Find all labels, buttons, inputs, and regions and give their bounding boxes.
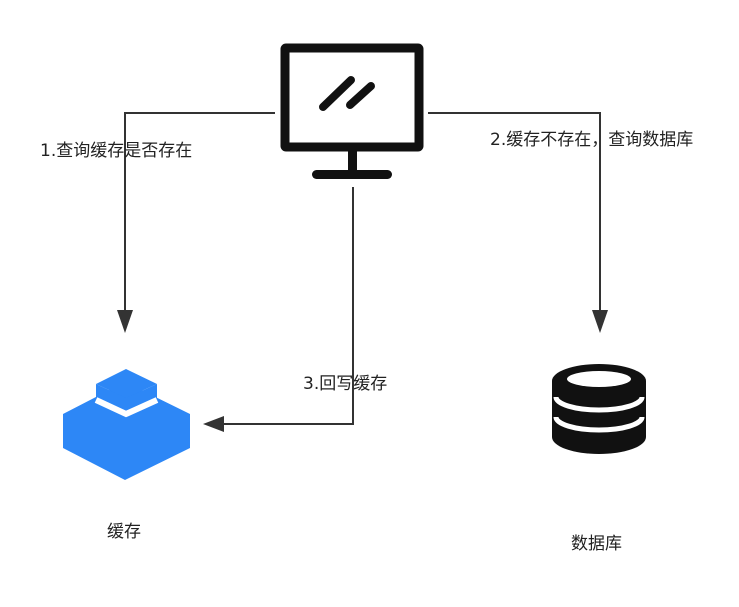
edge-write-back-arrowhead	[203, 416, 224, 432]
computer-monitor-icon	[280, 43, 424, 179]
edge-query-cache-arrowhead	[117, 310, 133, 333]
edge-label-query-cache: 1.查询缓存是否存在	[40, 141, 193, 161]
edge-label-write-back: 3.回写缓存	[303, 374, 388, 394]
edge-query-db-line	[428, 112, 601, 318]
node-label-cache: 缓存	[107, 522, 141, 542]
edge-write-back-line	[218, 187, 354, 425]
node-label-database: 数据库	[571, 534, 622, 554]
database-cylinder-icon	[552, 364, 646, 454]
cache-cube-icon	[63, 369, 190, 480]
edge-query-db-arrowhead	[592, 310, 608, 333]
edge-query-cache-line	[124, 112, 275, 318]
edge-label-query-db: 2.缓存不存在，查询数据库	[490, 130, 694, 150]
